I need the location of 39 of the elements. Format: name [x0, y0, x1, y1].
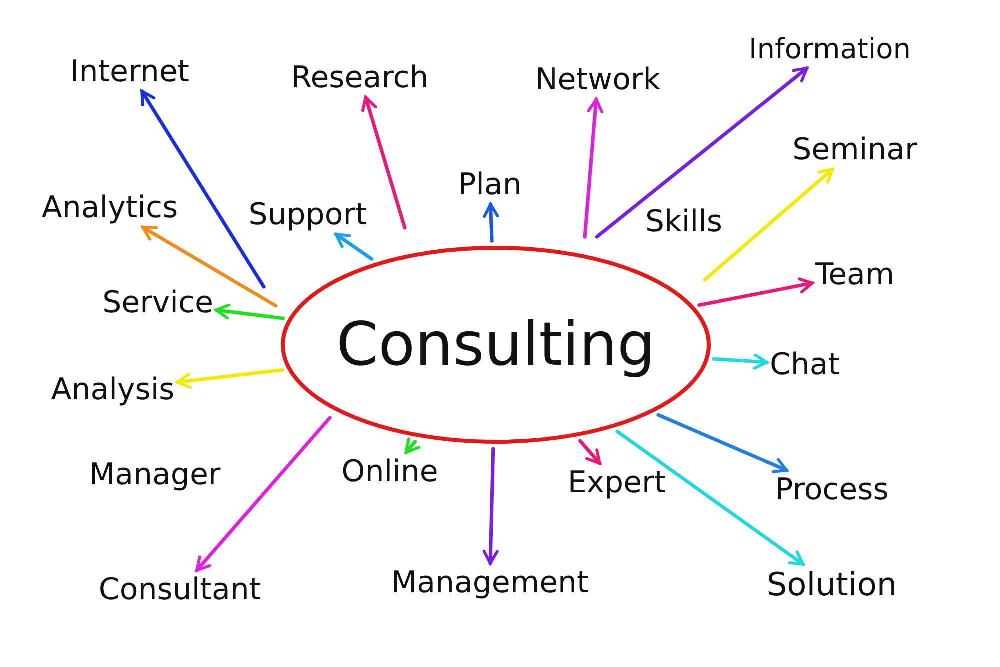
arrow	[483, 202, 500, 243]
topic-word: Solution	[766, 567, 898, 603]
arrow	[195, 416, 332, 572]
topic-word: Analytics	[42, 192, 178, 224]
arrow	[656, 413, 789, 474]
arrow	[176, 368, 284, 390]
topic-word: Information	[748, 34, 912, 66]
topic-word: Online	[342, 456, 438, 488]
topic-word: Internet	[70, 56, 190, 88]
arrow	[616, 430, 805, 566]
topic-word: Support	[248, 198, 368, 232]
topic-word: Network	[535, 64, 661, 96]
topic-word: Manager	[89, 458, 221, 492]
topic-word: Skills	[645, 206, 723, 238]
topic-word: Process	[775, 474, 889, 506]
arrow	[404, 438, 421, 454]
arrow	[361, 96, 407, 230]
topic-word: Service	[102, 286, 214, 320]
arrow	[482, 447, 499, 566]
topic-word: Research	[291, 62, 429, 94]
topic-word: Chat	[770, 348, 840, 382]
topic-word: Expert	[568, 466, 666, 500]
arrow	[214, 304, 285, 320]
arrow	[698, 278, 814, 308]
arrow	[583, 98, 604, 239]
arrow	[140, 90, 266, 289]
arrow	[703, 168, 834, 282]
arrow	[334, 232, 374, 261]
arrow	[141, 226, 278, 308]
topic-word: Consultant	[98, 574, 262, 606]
main-topic: Consulting	[336, 310, 656, 380]
topic-word: Plan	[458, 168, 522, 202]
arrow	[578, 439, 602, 466]
topic-word: Analysis	[51, 374, 175, 406]
topic-word: Seminar	[792, 134, 918, 166]
arrow	[595, 66, 809, 239]
arrow	[712, 354, 769, 370]
topic-word: Management	[391, 566, 589, 600]
topic-word: Team	[815, 258, 895, 292]
